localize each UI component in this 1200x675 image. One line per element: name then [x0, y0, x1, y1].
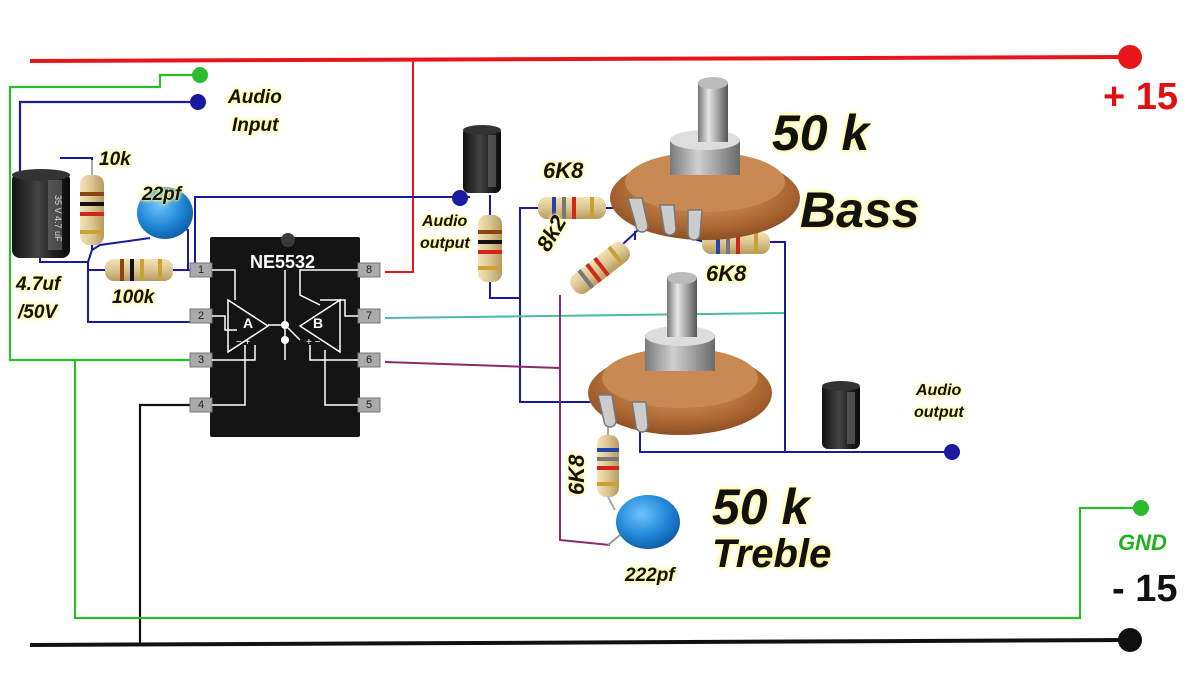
pin-6: 6 [365, 354, 373, 366]
r-6k8-top-label: 6K8 [543, 158, 584, 183]
r-6k8-mid-label: 6K8 [706, 261, 747, 286]
audio-input-label-line2: Input [232, 115, 279, 136]
pin-3: 3 [197, 354, 205, 366]
electrolytic-capacitor-output-2 [822, 381, 860, 449]
c-4u7-label-line2: /50V [18, 302, 58, 323]
svg-text:− +: − + [236, 337, 251, 348]
ground-wire [8, 67, 1149, 620]
input-wire [18, 94, 206, 175]
amp-b-label: B [313, 315, 324, 331]
resistor-6k8-top [538, 197, 606, 219]
resistor-6k8-bottom [597, 425, 619, 511]
r-10k-label: 10k [99, 149, 131, 170]
positive-rail [29, 45, 1142, 273]
pin-8: 8 [365, 264, 373, 276]
svg-text:35 V 4.7 uF: 35 V 4.7 uF [53, 195, 63, 242]
r-6k8-bottom-label: 6K8 [564, 454, 589, 495]
ceramic-capacitor-222pf [607, 495, 680, 549]
amp-a-label: A [243, 315, 254, 331]
audio-output-1-line1: Audio [422, 213, 468, 230]
pin-4: 4 [197, 399, 205, 411]
purple-wire [384, 295, 611, 546]
bass-value-label: 50 k [772, 105, 870, 161]
teal-wire [384, 312, 786, 319]
audio-output-2-line1: Audio [916, 382, 962, 399]
gnd-label: GND [1118, 530, 1167, 555]
electrolytic-capacitor-4-7uf: 35 V 4.7 uF [12, 169, 70, 258]
treble-potentiometer [588, 272, 772, 435]
resistor-10k [80, 160, 104, 245]
pin-1: 1 [197, 264, 205, 276]
ne5532-chip: − + + − [189, 233, 381, 437]
c-22pf-label: 22pf [142, 184, 182, 205]
chip-name: NE5532 [250, 252, 316, 272]
treble-name-label: Treble [712, 532, 832, 576]
plus-15-label: + 15 [1103, 76, 1179, 118]
negative-rail [29, 403, 1142, 652]
svg-text:+ −: + − [306, 337, 321, 348]
audio-output-1-line2: output [420, 235, 470, 252]
output-1-wires [452, 190, 626, 403]
resistor-8k2 [570, 242, 630, 294]
r-100k-label: 100k [112, 287, 155, 308]
audio-output-2-line2: output [914, 404, 964, 421]
c-4u7-label-line1: 4.7uf [16, 274, 61, 295]
treble-value-label: 50 k [712, 479, 810, 535]
bass-potentiometer [610, 77, 800, 241]
resistor-100k [105, 259, 173, 281]
pin-5: 5 [365, 399, 373, 411]
c-222pf-label: 222pf [625, 565, 675, 586]
pin-2: 2 [197, 310, 205, 322]
output-2-wires [785, 444, 960, 460]
bass-name-label: Bass [800, 182, 920, 238]
minus-15-label: - 15 [1112, 568, 1178, 610]
ceramic-capacitor-22pf [137, 187, 193, 239]
audio-input-label-line1: Audio [228, 87, 282, 108]
pin-7: 7 [365, 310, 373, 322]
electrolytic-capacitor-output-1 [463, 125, 501, 193]
resistor-output-1 [478, 215, 502, 282]
